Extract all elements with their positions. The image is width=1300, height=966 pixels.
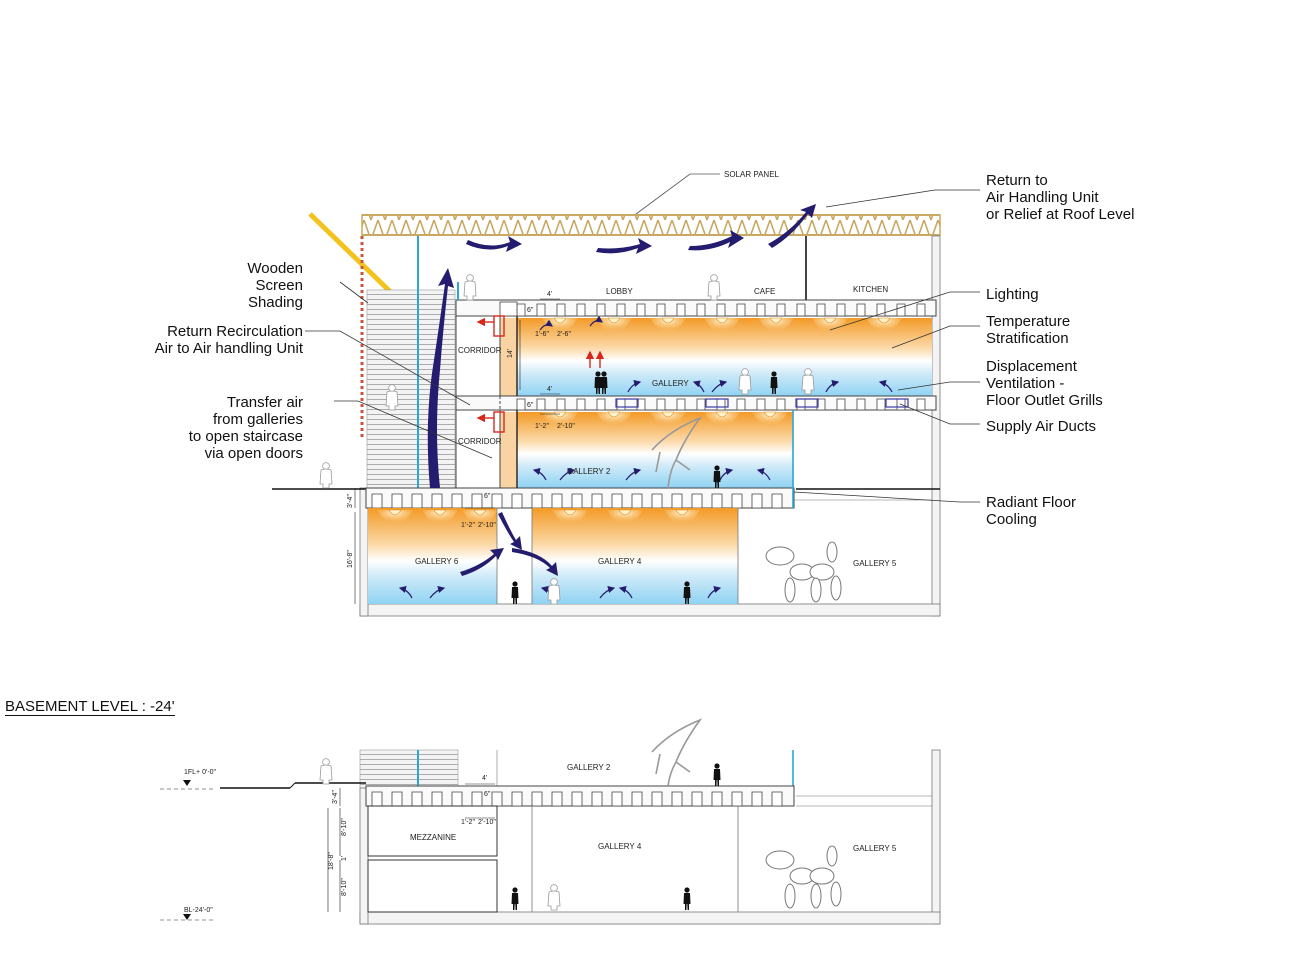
dim-2-10-middle: 2'-10" <box>557 423 575 430</box>
sculpture <box>651 416 703 489</box>
dim-4-basement: 4' <box>482 775 487 782</box>
waffle-middle <box>516 398 926 411</box>
dim-1-2-basement: 1'-2" <box>461 819 475 826</box>
dim-2-10-basement: 2'-10" <box>478 819 496 826</box>
mezzanine-box <box>367 805 498 857</box>
dim-18-8: 18'-8" <box>328 852 335 870</box>
dim-1: 1' <box>341 856 348 861</box>
dim-bl: BL-24'-0" <box>184 907 213 914</box>
dim-3-4-main: 3'-4" <box>347 494 354 508</box>
dim-3-4-basement: 3'-4" <box>332 790 339 804</box>
callout-return-to-ahu: Return to Air Handling Unit or Relief at… <box>986 172 1135 223</box>
b-label-gallery2: GALLERY 2 <box>567 763 611 772</box>
label-gallery4: GALLERY 4 <box>598 557 642 566</box>
label-corridor-upper: CORRIDOR <box>458 346 502 355</box>
callout-transfer-air: Transfer air from galleries to open stai… <box>188 394 303 462</box>
dim-1-2-middle: 1'-2" <box>535 423 549 430</box>
label-corridor-middle: CORRIDOR <box>458 437 502 446</box>
dim-1fl: 1FL+ 0'-0" <box>184 769 217 776</box>
dim-6-middle: 6" <box>527 402 534 409</box>
dim-6-ground: 6" <box>484 493 491 500</box>
leader-lines <box>305 189 980 503</box>
callout-temp-strat: Temperature Stratification <box>986 313 1071 347</box>
waffle-upper <box>516 303 926 317</box>
label-gallery: GALLERY <box>652 379 689 388</box>
solar-panel-label: SOLAR PANEL <box>724 170 780 179</box>
label-gallery2: GALLERY 2 <box>567 467 611 476</box>
roof-truss <box>361 214 941 236</box>
waffle-ground <box>371 493 783 509</box>
dim-8-10-upper: 8'-10" <box>341 818 348 836</box>
return-grilles <box>476 315 605 433</box>
callout-return-recirc: Return Recirculation Air to Air handling… <box>154 323 303 357</box>
dim-6-upper: 6" <box>527 307 534 314</box>
label-lobby: LOBBY <box>606 287 633 296</box>
callout-supply-ducts: Supply Air Ducts <box>986 418 1097 435</box>
level-marker-1fl <box>183 780 191 786</box>
slab-upper <box>455 299 937 317</box>
b-label-gallery5: GALLERY 5 <box>853 844 897 853</box>
label-kitchen: KITCHEN <box>853 285 888 294</box>
callout-wooden-screen: Wooden Screen Shading <box>247 260 303 311</box>
b-label-mezzanine: MEZZANINE <box>410 833 456 842</box>
dim-1-2-ground: 1'-2" <box>461 522 475 529</box>
b-label-gallery4: GALLERY 4 <box>598 842 642 851</box>
level-marker-bl <box>183 914 191 920</box>
callout-lighting: Lighting <box>986 286 1039 303</box>
dim-14: 14' <box>507 349 514 358</box>
dimensions-main <box>354 298 560 604</box>
outer-wall-right <box>931 235 941 617</box>
dim-16-8: 16'-8" <box>347 550 354 568</box>
callout-displacement: Displacement Ventilation - Floor Outlet … <box>986 358 1103 409</box>
label-cafe: CAFE <box>754 287 775 296</box>
airflow-arrows <box>427 204 816 576</box>
balloon-dog <box>765 541 842 603</box>
basement-section: GALLERY 2 MEZZANINE GALLERY 4 GALLERY 5 … <box>160 718 941 925</box>
dim-2-10-ground: 2'-10" <box>478 522 496 529</box>
basement-level-title: BASEMENT LEVEL : -24' <box>5 698 175 716</box>
callout-radiant: Radiant Floor Cooling <box>986 494 1077 528</box>
label-gallery6: GALLERY 6 <box>415 557 459 566</box>
solar-panel-leader <box>635 173 720 215</box>
dim-4-upper: 4' <box>547 291 552 298</box>
foundation-slab <box>359 603 941 617</box>
dim-1-6: 1'-6" <box>535 331 549 338</box>
label-gallery5: GALLERY 5 <box>853 559 897 568</box>
dim-6-basement: 6" <box>484 791 491 798</box>
corridor-upper <box>455 315 501 397</box>
dim-4-middle: 4' <box>547 386 552 393</box>
main-section: SOLAR PANEL <box>272 170 980 617</box>
dim-8-10-lower: 8'-10" <box>341 878 348 896</box>
dim-2-6: 2'-6" <box>557 331 571 338</box>
